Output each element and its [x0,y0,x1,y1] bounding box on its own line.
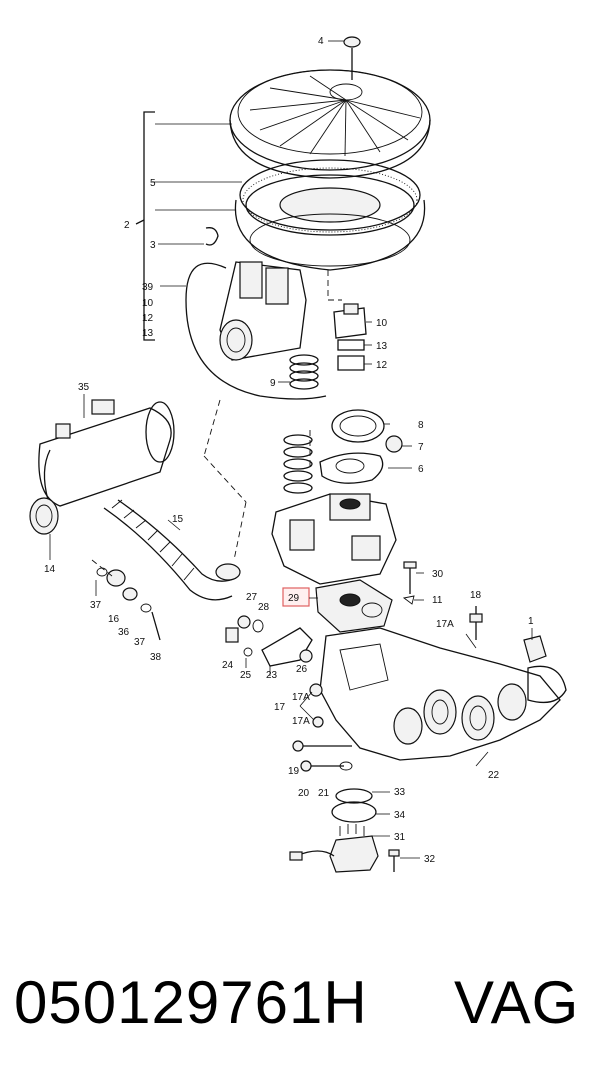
callout-25: 25 [240,670,252,681]
callout-32: 32 [424,854,436,865]
air-cleaner-assembly [135,36,431,341]
callout-19: 19 [288,766,300,777]
part-number: 050129761H [14,969,368,1036]
callout-18: 18 [470,590,482,601]
callout-labels: 4 5 2 3 39 10 12 13 10 13 12 9 35 8 7 6 … [44,36,534,865]
callout-4: 4 [318,36,324,47]
callout-28: 28 [258,602,270,613]
intake-manifold [225,606,567,772]
callout-5: 5 [150,178,156,189]
callout-24: 24 [222,660,234,671]
callout-20: 20 [298,788,310,799]
callout-23: 23 [266,670,278,681]
distributor-parts [289,788,420,873]
callout-15: 15 [172,514,184,525]
callout-30: 30 [432,569,444,580]
callout-14: 14 [44,564,56,575]
exploded-parts-diagram: 4 5 2 3 39 10 12 13 10 13 12 9 35 8 7 6 … [29,36,567,873]
callout-26: 26 [296,664,308,675]
callout-37-upper: 37 [90,600,102,611]
callout-17a-top: 17A [436,619,454,630]
callout-39: 39 [142,282,154,293]
callout-36: 36 [118,627,130,638]
callout-12-left: 12 [142,313,154,324]
callout-9: 9 [270,378,276,389]
callout-13: 13 [376,341,388,352]
air-box-assembly [29,394,241,641]
callout-21: 21 [318,788,330,799]
callout-13-left: 13 [142,328,154,339]
callout-1: 1 [528,616,534,627]
brand-name: VAG [454,969,580,1036]
callout-29: 29 [288,593,300,604]
callout-35: 35 [78,382,90,393]
callout-27: 27 [246,592,258,603]
callout-38: 38 [150,652,162,663]
intake-elbow-assembly [160,261,372,400]
callout-17: 17 [274,702,286,713]
callout-6: 6 [418,464,424,475]
callout-22: 22 [488,770,500,781]
callout-10: 10 [376,318,388,329]
callout-37: 37 [134,637,146,648]
callout-8: 8 [418,420,424,431]
callout-34: 34 [394,810,406,821]
callout-11: 11 [432,595,443,606]
carburetor-assembly [271,409,424,633]
callout-17a-mid: 17A [292,692,310,703]
callout-17a-low: 17A [292,716,310,727]
callout-33: 33 [394,787,406,798]
callout-12: 12 [376,360,388,371]
callout-7: 7 [418,442,424,453]
callout-31: 31 [394,832,406,843]
callout-16: 16 [108,614,120,625]
callout-29-highlight [282,587,310,607]
callout-2: 2 [124,220,130,231]
callout-3: 3 [150,240,156,251]
callout-10-left: 10 [142,298,154,309]
